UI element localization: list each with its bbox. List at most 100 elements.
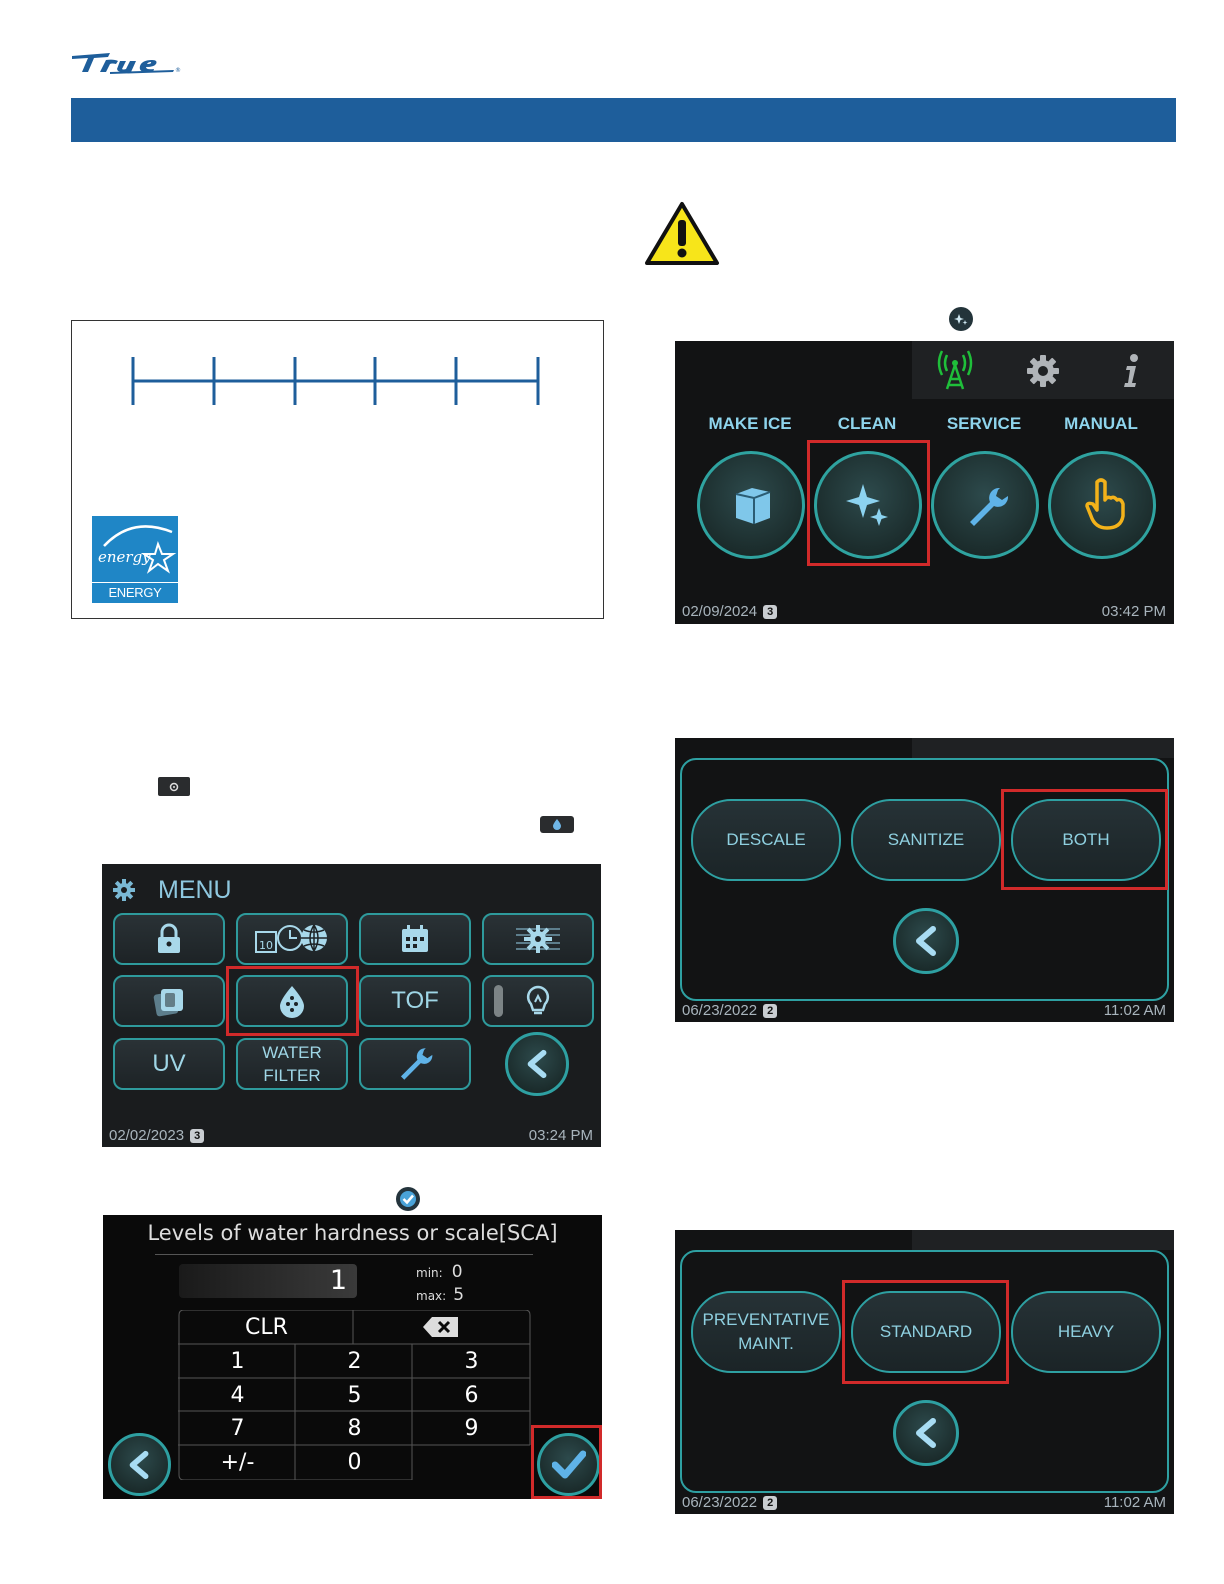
- lock-button[interactable]: [113, 913, 225, 965]
- svg-text:energy: energy: [98, 548, 151, 566]
- backspace-key[interactable]: [354, 1310, 529, 1344]
- energy-info-box: [71, 320, 604, 619]
- key-5[interactable]: 5: [347, 1383, 362, 1408]
- tof-button[interactable]: TOF: [359, 975, 471, 1027]
- hand-pointer-icon: [1085, 478, 1125, 530]
- gear-icon: [113, 879, 135, 901]
- confirm-button[interactable]: [537, 1433, 600, 1496]
- main-screen: MAKE ICE CLEAN SERVICE MANUAL 02/09/2024…: [675, 341, 1174, 624]
- key-7[interactable]: 7: [230, 1416, 245, 1441]
- display-settings-button[interactable]: [482, 913, 594, 965]
- info-icon[interactable]: [1119, 353, 1143, 389]
- settings-button-icon: [158, 777, 190, 796]
- ice-thickness-button[interactable]: [113, 975, 225, 1027]
- water-filter-button[interactable]: WATER FILTER: [236, 1038, 348, 1090]
- clean-highlight: [807, 440, 930, 566]
- uv-button[interactable]: UV: [113, 1038, 225, 1090]
- back-button[interactable]: [893, 1400, 959, 1466]
- light-button[interactable]: [482, 975, 594, 1027]
- count-badge: 3: [190, 1129, 205, 1143]
- chevron-left-icon: [916, 926, 936, 956]
- date-text: 06/23/2022: [682, 1002, 758, 1019]
- status-time: 11:02 AM: [1103, 1002, 1166, 1019]
- water-drop-icon: [280, 986, 304, 1018]
- standard-button[interactable]: STANDARD: [851, 1291, 1001, 1373]
- back-button[interactable]: [893, 908, 959, 974]
- clean-button[interactable]: [814, 451, 922, 559]
- ice-cube-icon: [735, 488, 771, 524]
- both-button[interactable]: BOTH: [1011, 799, 1161, 881]
- preventative-maint-button[interactable]: PREVENTATIVE MAINT.: [691, 1291, 841, 1373]
- date-time-language-button[interactable]: 10: [236, 913, 348, 965]
- service-button[interactable]: [359, 1038, 471, 1090]
- header-band: [71, 98, 1176, 142]
- key-6[interactable]: 6: [464, 1383, 479, 1408]
- status-time: 03:24 PM: [528, 1127, 593, 1144]
- key-4[interactable]: 4: [230, 1383, 245, 1408]
- status-time: 03:42 PM: [1101, 603, 1166, 620]
- input-value: 1: [329, 1265, 347, 1296]
- back-button[interactable]: [505, 1032, 569, 1096]
- key-1[interactable]: 1: [230, 1349, 245, 1374]
- key-3[interactable]: 3: [464, 1349, 479, 1374]
- date-text: 02/02/2023: [109, 1127, 185, 1144]
- chevron-left-icon: [916, 1418, 936, 1448]
- warning-icon: [645, 202, 719, 265]
- key-9[interactable]: 9: [464, 1416, 479, 1441]
- heavy-button[interactable]: HEAVY: [1011, 1291, 1161, 1373]
- filter-button-icon: [540, 816, 574, 833]
- water-filter-label-line1: WATER: [262, 1043, 322, 1062]
- dialog-panel: [680, 758, 1169, 1001]
- min-value: 0: [451, 1262, 463, 1282]
- schedule-button[interactable]: [359, 913, 471, 965]
- keypad-title: Levels of water hardness or scale[SCA]: [147, 1221, 558, 1245]
- sparkle-icon: [846, 484, 888, 526]
- sanitize-button[interactable]: SANITIZE: [851, 799, 1001, 881]
- lightbulb-icon: [526, 985, 550, 1015]
- min-label: min:: [416, 1266, 443, 1280]
- status-time: 11:02 AM: [1103, 1494, 1166, 1511]
- key-plus-minus[interactable]: +/-: [220, 1450, 255, 1475]
- value-input[interactable]: 1: [179, 1264, 357, 1298]
- service-label: SERVICE: [946, 414, 1022, 433]
- ice-stack-icon: [153, 989, 183, 1017]
- max-limit: max: 5: [416, 1285, 464, 1305]
- calendar-icon: [402, 925, 428, 952]
- key-2[interactable]: 2: [347, 1349, 362, 1374]
- clean-level-screen: PREVENTATIVE MAINT. STANDARD HEAVY 06/23…: [675, 1230, 1174, 1514]
- energy-star-icon: energy: [98, 525, 177, 574]
- check-icon: [396, 1187, 420, 1211]
- true-logo: ®: [72, 53, 181, 74]
- dialog-panel: [680, 1250, 1169, 1493]
- water-filter-settings-button[interactable]: [236, 975, 348, 1027]
- gear-icon: [169, 782, 179, 792]
- wrench-icon: [400, 1048, 433, 1080]
- clear-key[interactable]: CLR: [245, 1315, 288, 1340]
- timeline-scale: [131, 357, 540, 405]
- wifi-tower-icon[interactable]: [935, 349, 975, 391]
- back-button[interactable]: [108, 1433, 171, 1496]
- key-0[interactable]: 0: [347, 1450, 362, 1475]
- wrench-icon: [970, 487, 1009, 526]
- toggle-slider: [494, 985, 503, 1017]
- menu-title: MENU: [158, 876, 232, 904]
- manual-button[interactable]: [1048, 451, 1156, 559]
- make-ice-button[interactable]: [697, 451, 805, 559]
- count-badge: 3: [763, 605, 778, 619]
- make-ice-label: MAKE ICE: [708, 414, 792, 433]
- chevron-left-icon: [527, 1049, 547, 1079]
- gear-icon[interactable]: [1025, 353, 1061, 389]
- key-8[interactable]: 8: [347, 1416, 362, 1441]
- date-text: 06/23/2022: [682, 1494, 758, 1511]
- service-button[interactable]: [931, 451, 1039, 559]
- menu-screen: MENU 10: [102, 864, 601, 1147]
- check-icon: [552, 1450, 586, 1479]
- descale-button[interactable]: DESCALE: [691, 799, 841, 881]
- status-date: 02/02/2023 3: [109, 1127, 205, 1144]
- svg-text:10: 10: [259, 939, 273, 952]
- title-divider: [155, 1254, 533, 1255]
- keypad-grid: [178, 1310, 531, 1480]
